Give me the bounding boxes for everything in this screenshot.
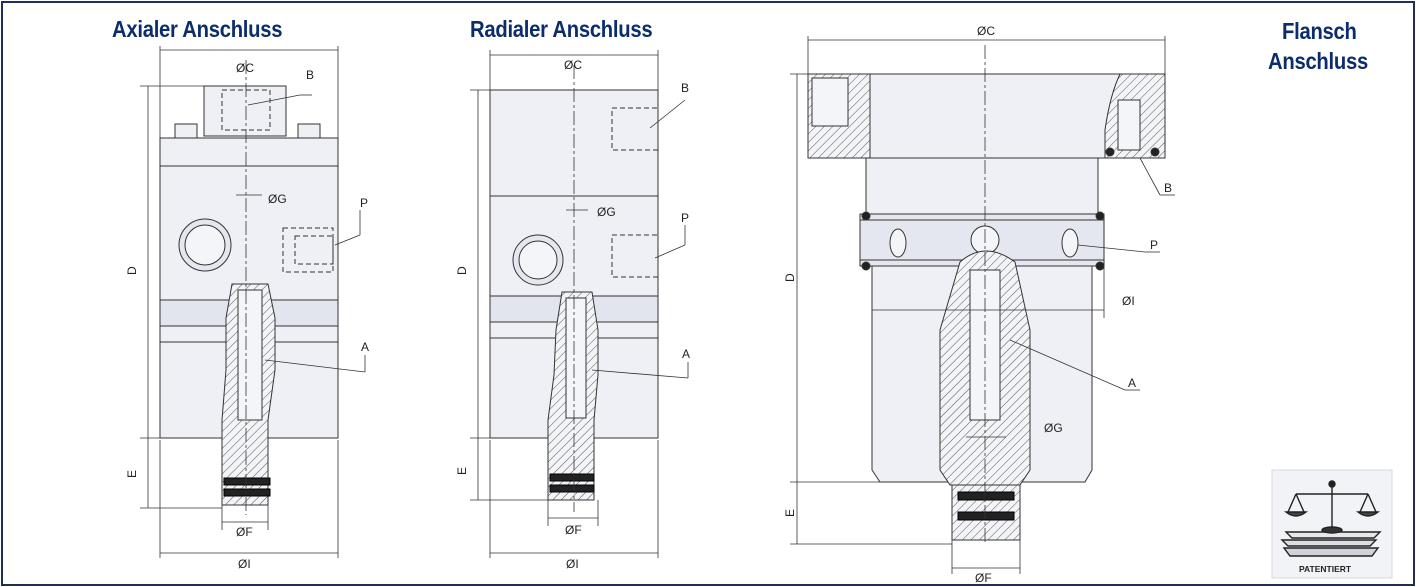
axial-connection-drawing [159, 85, 339, 506]
flange-connection-heading-line1: Flansch [1282, 18, 1357, 44]
axial-dia-f-label: ØF [236, 525, 253, 539]
axial-dia-c-label: ØC [236, 61, 254, 75]
axial-b-label: B [306, 68, 314, 82]
axial-p-label: P [360, 196, 368, 210]
radial-e-label: E [455, 467, 469, 475]
flange-e-label: E [783, 509, 797, 517]
flange-dia-f-label: ØF [975, 571, 992, 585]
radial-b-label: B [681, 81, 689, 95]
radial-dia-i-label: ØI [566, 557, 579, 571]
patent-badge: PATENTIERT [1271, 469, 1393, 579]
radial-p-label: P [681, 211, 689, 225]
scales-of-justice-icon [1280, 480, 1382, 557]
axial-e-label: E [125, 470, 139, 478]
axial-dia-i-label: ØI [238, 557, 251, 571]
axial-dia-g-label: ØG [268, 192, 287, 206]
axial-a-label: A [361, 340, 369, 354]
axial-connection-heading: Axialer Anschluss [112, 16, 283, 42]
radial-a-label: A [682, 347, 690, 361]
flange-d-label: D [783, 273, 797, 282]
flange-b-label: B [1164, 181, 1172, 195]
radial-dia-c-label: ØC [564, 58, 582, 72]
radial-d-label: D [455, 266, 469, 275]
radial-connection-heading: Radialer Anschluss [470, 16, 653, 42]
flange-p-label: P [1150, 238, 1158, 252]
radial-dia-g-label: ØG [597, 205, 616, 219]
flange-connection-heading-line2: Anschluss [1268, 48, 1368, 74]
radial-dia-f-label: ØF [565, 523, 582, 537]
flange-a-label: A [1128, 376, 1136, 390]
flange-dia-g-label: ØG [1044, 421, 1063, 435]
flange-dia-c-label: ØC [977, 24, 995, 38]
flange-dia-i-label: ØI [1122, 294, 1135, 308]
patent-badge-text: PATENTIERT [1299, 564, 1352, 574]
axial-d-label: D [125, 266, 139, 275]
